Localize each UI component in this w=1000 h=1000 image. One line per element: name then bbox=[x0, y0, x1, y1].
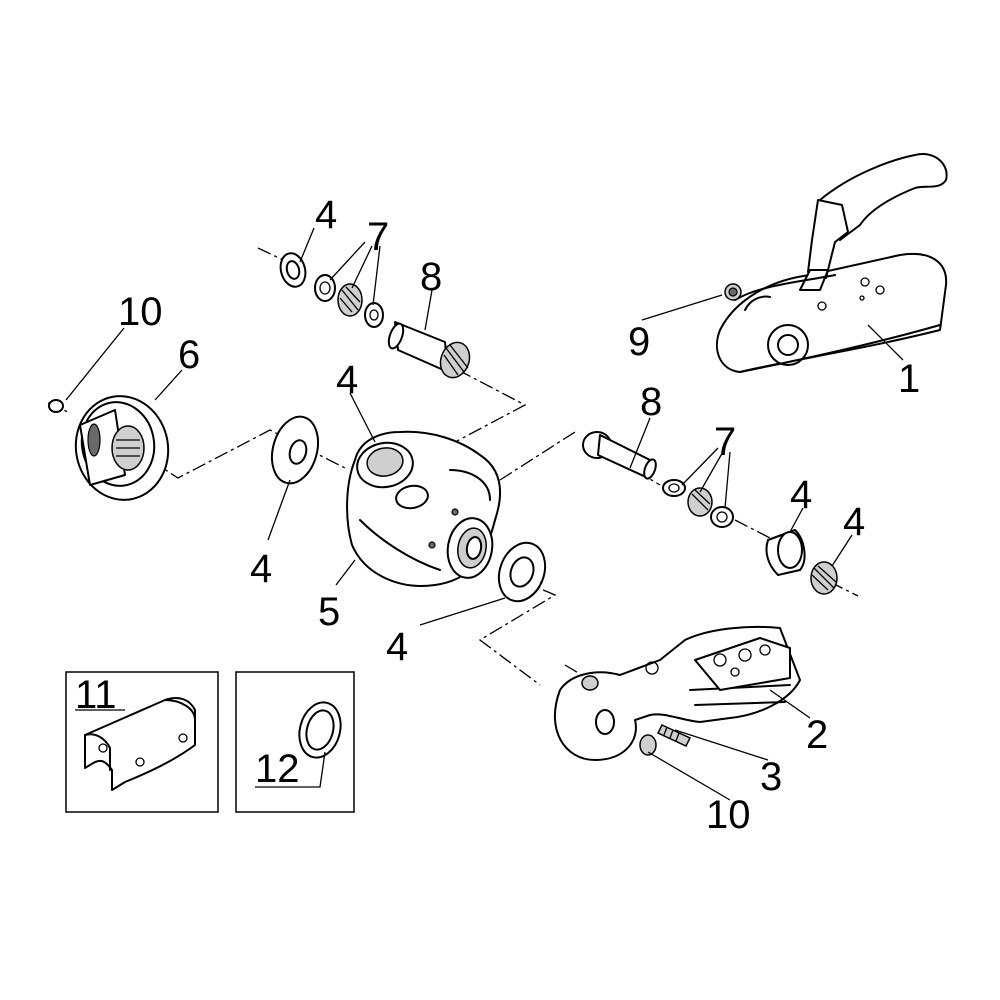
callout-8-top: 8 bbox=[420, 255, 442, 299]
washer-stack-right bbox=[662, 479, 838, 595]
grease-nipple-and-nut bbox=[639, 724, 692, 756]
callout-4-lower: 4 bbox=[386, 625, 408, 669]
callout-6: 6 bbox=[178, 333, 200, 377]
bolt-top bbox=[387, 321, 471, 379]
callout-3: 3 bbox=[760, 755, 782, 799]
callout-4-right-a: 4 bbox=[790, 473, 812, 517]
callout-4-top: 4 bbox=[315, 193, 337, 237]
callout-10-bottom: 10 bbox=[706, 793, 751, 837]
lever-arm bbox=[554, 625, 801, 761]
inset-box-12 bbox=[235, 671, 355, 813]
callout-1: 1 bbox=[898, 357, 920, 401]
bolt-right bbox=[582, 431, 657, 480]
callout-12: 12 bbox=[255, 747, 300, 791]
callout-7-top: 7 bbox=[367, 215, 389, 259]
callout-11: 11 bbox=[75, 673, 117, 717]
callout-2: 2 bbox=[806, 713, 828, 757]
callout-9: 9 bbox=[628, 320, 650, 364]
callout-7-right: 7 bbox=[714, 420, 736, 464]
leader-lines bbox=[65, 227, 904, 801]
coupling-head bbox=[715, 153, 948, 373]
housing bbox=[346, 430, 501, 587]
damper-cap bbox=[48, 395, 170, 501]
friction-washer-left bbox=[270, 415, 320, 485]
callout-4-right-b: 4 bbox=[843, 500, 865, 544]
callout-labels: 1 2 3 4 4 4 4 4 4 5 6 7 7 8 8 9 10 10 11… bbox=[75, 193, 920, 837]
callout-4-left: 4 bbox=[250, 547, 272, 591]
callout-8-right: 8 bbox=[640, 380, 662, 424]
washer-stack-top bbox=[279, 252, 384, 328]
inset-box-11 bbox=[65, 671, 219, 813]
callout-10-top: 10 bbox=[118, 290, 163, 334]
friction-washer-lower bbox=[497, 541, 547, 603]
callout-4-housing: 4 bbox=[336, 358, 358, 402]
callout-5: 5 bbox=[318, 590, 340, 634]
